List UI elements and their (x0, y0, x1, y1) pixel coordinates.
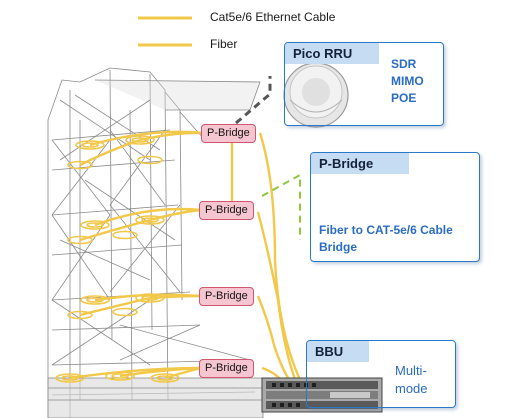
ethernet-cables (69, 130, 204, 380)
pico-rru-connector (235, 76, 272, 125)
legend-ethernet-label: Cat5e/6 Ethernet Cable (210, 10, 336, 24)
pico-rru-callout: Pico RRU SDR MIMO POE (284, 42, 444, 126)
pico-rru-title: Pico RRU (285, 43, 379, 64)
bbu-mode-line1: Multi- (395, 363, 427, 378)
p-bridge-callout-title: P-Bridge (311, 153, 409, 174)
p-bridge-label-floor-3: P-Bridge (199, 201, 254, 220)
p-bridge-connector (261, 173, 301, 240)
p-bridge-description-line2: Bridge (319, 240, 358, 254)
legend-fiber-label: Fiber (210, 37, 238, 51)
pico-rru-feature-sdr: SDR (391, 57, 417, 71)
p-bridge-label-floor-4: P-Bridge (201, 124, 256, 143)
pico-rru-feature-mimo: MIMO (391, 74, 424, 88)
p-bridge-label-floor-2: P-Bridge (199, 287, 254, 306)
fiber-cables (230, 132, 302, 385)
p-bridge-description-line1: Fiber to CAT-5e/6 Cable (319, 223, 453, 237)
p-bridge-label-floor-1: P-Bridge (199, 359, 254, 378)
bbu-device-image (261, 377, 383, 413)
p-bridge-callout: P-Bridge Fiber to CAT-5e/6 Cable Bridge (310, 152, 480, 262)
pico-rru-device-image (283, 62, 349, 128)
pico-rru-feature-poe: POE (391, 91, 417, 105)
bbu-callout: BBU Multi- mode (306, 340, 456, 408)
bbu-title: BBU (307, 341, 369, 362)
floor-antennas (55, 135, 180, 383)
bbu-mode-line2: mode (395, 381, 428, 396)
